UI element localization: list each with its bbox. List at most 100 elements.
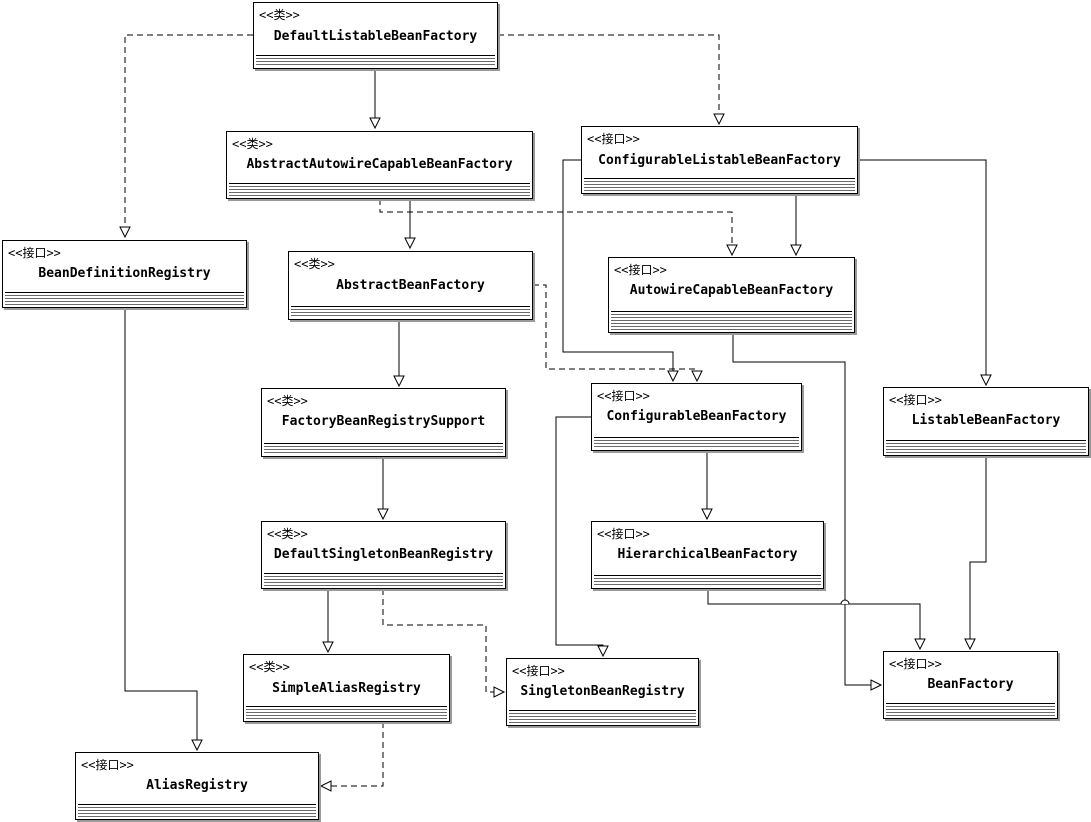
realization-arrow-default-listable-bean-factory-to-bean-definition-registry	[119, 34, 253, 239]
members-compartment	[246, 706, 447, 719]
members-compartment	[594, 437, 799, 448]
stereotype-label: <<接口>>	[597, 389, 650, 403]
arrowhead	[691, 370, 703, 383]
arrowhead	[319, 780, 332, 792]
class-box-default-listable-bean-factory[interactable]: <<类>> DefaultListableBeanFactory	[253, 2, 498, 69]
members-compartment	[611, 311, 852, 330]
arrowhead	[404, 237, 416, 250]
members-compartment	[78, 804, 316, 817]
members-compartment	[886, 703, 1055, 716]
class-box-bean-factory[interactable]: <<接口>> BeanFactory	[883, 651, 1058, 719]
generalization-arrow-default-listable-bean-factory-to-abstract-autowire-capable-bean-factory	[369, 69, 381, 130]
class-name: AbstractAutowireCapableBeanFactory	[246, 157, 513, 172]
class-name: AbstractBeanFactory	[336, 278, 485, 293]
stereotype-label: <<接口>>	[8, 246, 61, 260]
stereotype-label: <<类>>	[259, 8, 300, 22]
stereotype-label: <<接口>>	[81, 758, 134, 772]
arrowhead	[597, 645, 609, 658]
stereotype-label: <<类>>	[249, 660, 290, 674]
generalization-arrow-configurable-bean-factory-to-hierarchical-bean-factory	[701, 451, 713, 521]
class-name: DefaultListableBeanFactory	[273, 29, 478, 44]
class-box-alias-registry[interactable]: <<接口>> AliasRegistry	[75, 752, 319, 820]
arrowhead	[191, 739, 203, 752]
arrowhead	[964, 638, 976, 651]
generalization-arrow-bean-definition-registry-to-alias-registry	[124, 308, 203, 752]
arrowhead	[701, 508, 713, 521]
realization-arrow-simple-alias-registry-to-alias-registry	[319, 722, 384, 792]
class-name: DefaultSingletonBeanRegistry	[273, 547, 494, 562]
arrowhead	[980, 374, 992, 387]
arrowhead	[726, 244, 738, 257]
members-compartment	[264, 443, 503, 454]
stereotype-label: <<接口>>	[597, 527, 650, 541]
stereotype-label: <<接口>>	[889, 657, 942, 671]
realization-arrow-abstract-bean-factory-to-configurable-bean-factory	[533, 284, 703, 383]
class-box-hierarchical-bean-factory[interactable]: <<接口>> HierarchicalBeanFactory	[591, 521, 824, 589]
class-name: ConfigurableBeanFactory	[606, 409, 787, 424]
class-name: SingletonBeanRegistry	[520, 684, 685, 699]
generalization-arrow-configurable-bean-factory-to-singleton-bean-registry	[555, 416, 609, 658]
members-compartment	[229, 183, 530, 196]
stereotype-label: <<接口>>	[889, 393, 942, 407]
members-compartment	[509, 710, 696, 723]
class-name: SimpleAliasRegistry	[272, 681, 421, 696]
arrowhead	[322, 641, 334, 654]
class-box-listable-bean-factory[interactable]: <<接口>> ListableBeanFactory	[883, 387, 1089, 456]
realization-arrow-default-listable-bean-factory-to-configurable-listable-bean-factory	[498, 34, 725, 126]
class-box-singleton-bean-registry[interactable]: <<接口>> SingletonBeanRegistry	[506, 658, 699, 726]
class-name: HierarchicalBeanFactory	[617, 547, 798, 562]
members-compartment	[594, 575, 821, 586]
arrowhead	[914, 638, 926, 651]
members-compartment	[5, 292, 244, 305]
arrowhead	[493, 686, 506, 698]
arrowhead	[667, 370, 679, 383]
class-name: ConfigurableListableBeanFactory	[598, 153, 841, 168]
class-box-abstract-bean-factory[interactable]: <<类>>AbstractBeanFactory	[288, 251, 533, 320]
generalization-arrow-abstract-bean-factory-to-factory-bean-registry-support	[393, 320, 405, 388]
generalization-arrow-configurable-listable-bean-factory-to-autowire-capable-bean-factory	[790, 194, 802, 257]
class-box-simple-alias-registry[interactable]: <<类>> SimpleAliasRegistry	[243, 654, 450, 722]
arrowhead	[790, 244, 802, 257]
members-compartment	[886, 440, 1086, 453]
class-box-default-singleton-bean-registry[interactable]: <<类>> DefaultSingletonBeanRegistry	[261, 521, 506, 589]
line-crossing-hop	[840, 599, 850, 605]
class-name: BeanFactory	[927, 677, 1014, 692]
class-name: AutowireCapableBeanFactory	[629, 283, 834, 298]
stereotype-label: <<接口>>	[512, 664, 565, 678]
generalization-arrow-hierarchical-bean-factory-to-bean-factory	[707, 589, 926, 651]
arrowhead	[870, 679, 883, 691]
class-name: BeanDefinitionRegistry	[38, 266, 211, 281]
generalization-arrow-factory-bean-registry-support-to-default-singleton-bean-registry	[377, 457, 389, 521]
stereotype-label: <<类>>	[294, 257, 335, 271]
class-box-factory-bean-registry-support[interactable]: <<类>> FactoryBeanRegistrySupport	[261, 388, 506, 457]
arrowhead	[713, 113, 725, 126]
class-name: ListableBeanFactory	[911, 413, 1061, 428]
members-compartment	[291, 306, 530, 317]
arrowhead	[119, 226, 131, 239]
stereotype-label: <<类>>	[267, 394, 308, 408]
stereotype-label: <<类>>	[267, 527, 308, 541]
generalization-arrow-abstract-autowire-capable-bean-factory-to-abstract-bean-factory	[404, 199, 416, 250]
generalization-arrow-configurable-listable-bean-factory-to-listable-bean-factory	[858, 159, 992, 387]
stereotype-label: <<接口>>	[587, 132, 640, 146]
class-box-bean-definition-registry[interactable]: <<接口>> BeanDefinitionRegistry	[2, 240, 247, 308]
class-box-abstract-autowire-capable-bean-factory[interactable]: <<类>> AbstractAutowireCapableBeanFactory	[226, 131, 533, 199]
arrowhead	[369, 117, 381, 130]
realization-arrow-abstract-autowire-capable-bean-factory-to-autowire-capable-bean-factory	[379, 199, 738, 257]
class-box-configurable-listable-bean-factory[interactable]: <<接口>> ConfigurableListableBeanFactory	[581, 126, 858, 194]
class-box-configurable-bean-factory[interactable]: <<接口>> ConfigurableBeanFactory	[591, 383, 802, 451]
members-compartment	[256, 55, 495, 66]
generalization-arrow-default-singleton-bean-registry-to-simple-alias-registry	[322, 589, 334, 654]
generalization-arrow-configurable-listable-bean-factory-to-configurable-bean-factory	[562, 159, 679, 383]
stereotype-label: <<接口>>	[614, 263, 667, 277]
members-compartment	[264, 573, 503, 586]
class-name: FactoryBeanRegistrySupport	[281, 414, 486, 429]
stereotype-label: <<类>>	[232, 137, 273, 151]
generalization-arrow-listable-bean-factory-to-bean-factory	[964, 456, 987, 651]
class-name: AliasRegistry	[146, 778, 248, 793]
class-box-autowire-capable-bean-factory[interactable]: <<接口>> AutowireCapableBeanFactory	[608, 257, 855, 333]
realization-arrow-default-singleton-bean-registry-to-singleton-bean-registry	[382, 589, 506, 698]
members-compartment	[584, 178, 855, 191]
